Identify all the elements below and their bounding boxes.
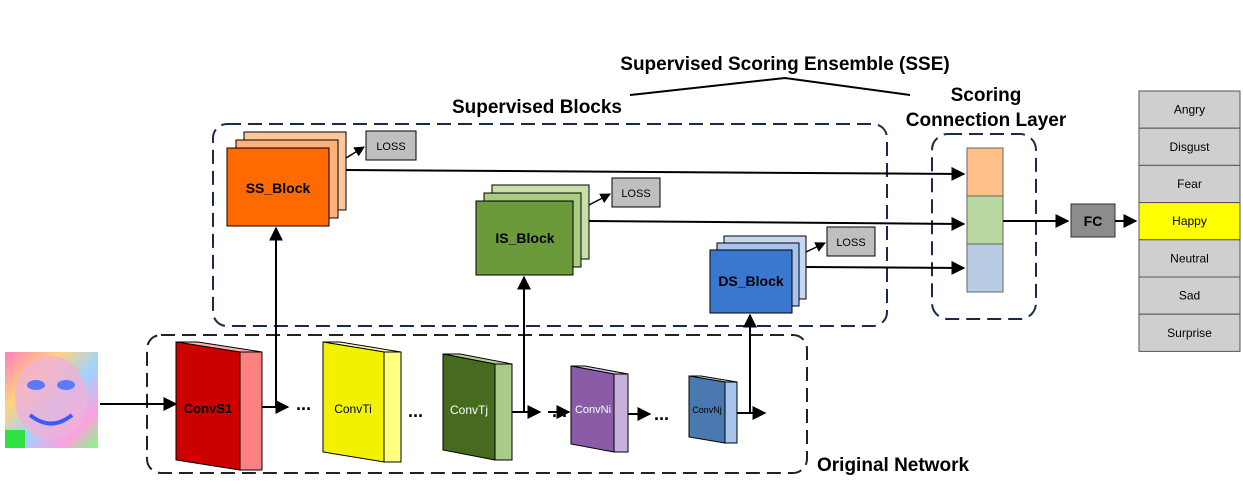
- ellipsis-1: ...: [296, 394, 311, 414]
- class-cell-bg: [1138, 239, 1241, 278]
- conv-s1-label: ConvS1: [184, 401, 232, 416]
- ds-block: DS_Block: [709, 235, 807, 314]
- ss-block: SS_Block: [226, 131, 347, 227]
- ellipsis-2: ...: [408, 401, 423, 421]
- scoring-connection-layer: [966, 147, 1004, 293]
- arrow-ss-to-score: [345, 166, 966, 181]
- class-item-neutral: Neutral: [1138, 239, 1241, 278]
- ds-block-label: DS_Block: [718, 273, 784, 289]
- class-label: Disgust: [1169, 140, 1210, 154]
- supervised-blocks-region: [212, 123, 888, 327]
- scoring-connection-region: [931, 133, 1037, 320]
- arrow-ss-to-loss: [345, 146, 365, 159]
- class-item-surprise: Surprise: [1138, 313, 1241, 352]
- supervised-blocks-title: Supervised Blocks: [452, 97, 622, 118]
- loss-box-ss: LOSS: [365, 130, 417, 161]
- is-block: IS_Block: [475, 184, 590, 276]
- conv-ni-layer: ConvNi: [570, 365, 629, 453]
- score-cell-ds: [966, 243, 1004, 293]
- loss-label-ss: LOSS: [376, 141, 405, 153]
- arrow-ds-to-loss: [805, 242, 826, 253]
- arrow-is-to-loss: [588, 193, 611, 206]
- class-item-disgust: Disgust: [1138, 127, 1241, 166]
- class-item-happy: Happy: [1138, 202, 1241, 241]
- loss-box-is: LOSS: [611, 177, 661, 208]
- sse-brace: [629, 76, 911, 96]
- arrow-is-to-score: [588, 216, 966, 231]
- input-face-image: [5, 352, 98, 448]
- conv-ti-label: ConvTi: [334, 402, 372, 416]
- class-label: Happy: [1172, 214, 1207, 228]
- class-cell-bg: [1138, 90, 1241, 129]
- class-item-sad: Sad: [1138, 276, 1241, 315]
- class-item-fear: Fear: [1138, 164, 1241, 204]
- class-cell-bg: [1138, 127, 1241, 166]
- ellipsis-4: ...: [654, 404, 669, 424]
- conv-nj-label: ConvNj: [692, 405, 722, 415]
- class-label: Surprise: [1167, 326, 1212, 340]
- ss-block-label: SS_Block: [246, 180, 311, 196]
- conv-ni-label: ConvNi: [575, 404, 611, 416]
- original-network-title: Original Network: [817, 455, 969, 476]
- class-cell-bg: [1138, 202, 1241, 241]
- conv-ti-layer: ConvTi: [322, 341, 402, 463]
- class-label: Fear: [1177, 177, 1202, 191]
- loss-label-is: LOSS: [621, 188, 650, 200]
- conv-tj-layer: ConvTj: [442, 353, 513, 461]
- sse-title: Supervised Scoring Ensemble (SSE): [620, 54, 949, 75]
- score-cell-is: [966, 195, 1004, 245]
- loss-box-ds: LOSS: [826, 226, 876, 257]
- fc-label: FC: [1084, 213, 1103, 229]
- conv-tj-label: ConvTj: [450, 403, 488, 417]
- class-label: Neutral: [1170, 251, 1209, 265]
- class-label: Sad: [1179, 289, 1200, 303]
- arrow-ds-to-score: [805, 260, 966, 275]
- conv-s1-layer: ConvS1: [175, 341, 263, 471]
- class-cell-bg: [1138, 313, 1241, 352]
- loss-label-ds: LOSS: [836, 237, 865, 249]
- scoring-title-line1: Scoring: [951, 85, 1022, 106]
- class-cell-bg: [1138, 164, 1241, 204]
- class-item-angry: Angry: [1138, 90, 1241, 129]
- is-block-label: IS_Block: [495, 230, 554, 246]
- class-label: Angry: [1174, 103, 1205, 117]
- conv-nj-layer: ConvNj: [688, 375, 738, 444]
- score-cell-ss: [966, 147, 1004, 197]
- class-cell-bg: [1138, 276, 1241, 315]
- fc-layer: FC: [1070, 203, 1116, 238]
- scoring-title-line2: Connection Layer: [906, 110, 1067, 131]
